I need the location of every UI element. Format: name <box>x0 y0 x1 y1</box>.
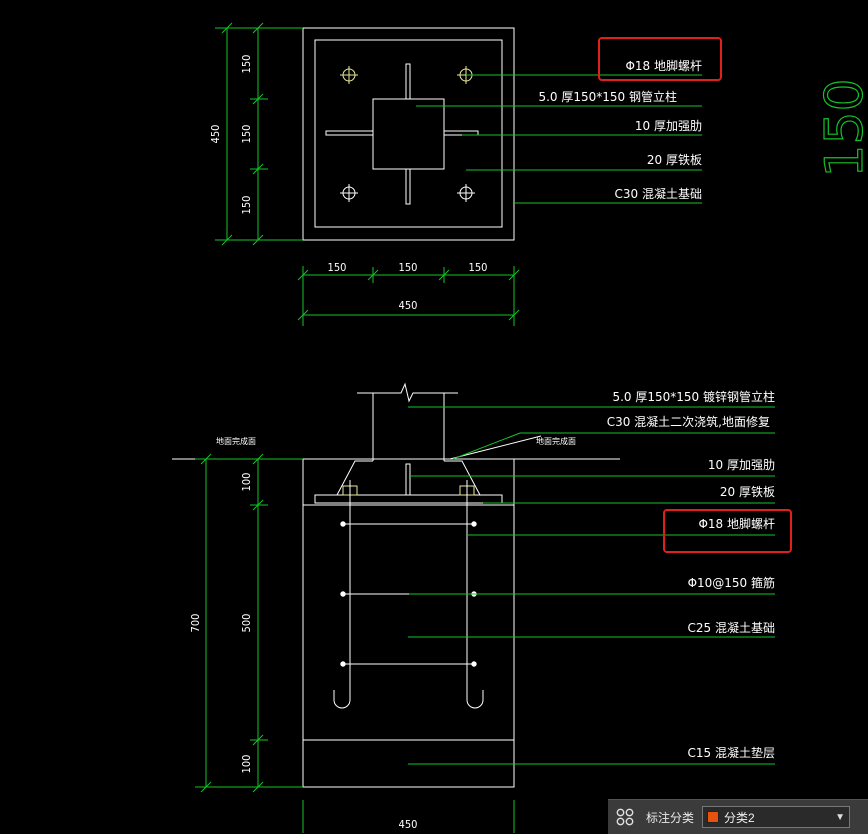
section-label-stiffener: 10 厚加强肋 <box>708 457 775 472</box>
section-foundation <box>302 458 515 741</box>
plan-dim-bottom-1: 150 <box>328 261 347 274</box>
plan-view: 150 150 150 450 150 150 150 450 Φ18 地脚螺杆… <box>209 22 722 326</box>
plan-dim-bottom-2: 150 <box>399 261 418 274</box>
plan-anchor-bolt <box>457 184 475 202</box>
section-dim-left-total: 700 <box>189 614 202 633</box>
section-anchor-bolt <box>333 480 484 709</box>
section-stiffener <box>405 463 411 496</box>
section-label-grout: C30 混凝土二次浇筑,地面修复 <box>607 414 770 429</box>
side-dimension-text: 150 <box>815 78 868 177</box>
plan-label-base-plate: 20 厚铁板 <box>647 153 702 167</box>
section-stirrup <box>340 521 477 667</box>
plan-dim-bottom-3: 150 <box>469 261 488 274</box>
section-dim-left-3: 100 <box>240 755 253 774</box>
highlight-box-section <box>663 509 792 553</box>
plan-rib-bottom <box>405 168 411 205</box>
plan-anchor-bolt <box>340 66 358 84</box>
section-steel-column <box>357 382 458 461</box>
plan-dim-left-3: 150 <box>240 196 253 215</box>
section-label-cushion: C15 混凝土垫层 <box>688 745 775 760</box>
section-dim-left-1: 100 <box>240 473 253 492</box>
plan-dim-left-1: 150 <box>240 55 253 74</box>
plan-label-anchor-bolt: Φ18 地脚螺杆 <box>625 58 702 73</box>
plan-anchor-bolt <box>340 184 358 202</box>
section-dim-left-2: 500 <box>240 614 253 633</box>
plan-dim-bottom-total: 450 <box>399 299 418 312</box>
category-grid-icon[interactable] <box>608 800 642 834</box>
category-selected-value: 分类2 <box>724 810 755 825</box>
section-label-base-plate: 20 厚铁板 <box>720 485 775 499</box>
section-label-steel-column: 5.0 厚150*150 镀锌钢管立柱 <box>612 389 775 404</box>
highlight-box-plan <box>598 37 722 81</box>
plan-label-steel-column: 5.0 厚150*150 钢管立柱 <box>538 89 677 104</box>
plan-steel-column <box>372 98 445 170</box>
plan-label-foundation: C30 混凝土基础 <box>615 186 702 201</box>
ground-label-right: 地面完成面 <box>536 436 576 446</box>
plan-rib-top <box>405 63 411 100</box>
category-color-swatch <box>707 811 720 823</box>
section-view: 地面完成面 地面完成面 <box>172 382 792 833</box>
section-base-plate <box>314 494 503 504</box>
plan-base-plate <box>314 39 503 228</box>
section-leader-grout <box>452 432 521 460</box>
plan-dim-left-total: 450 <box>209 125 222 144</box>
annotation-category-label: 标注分类 <box>646 810 695 825</box>
section-label-stirrup: Φ10@150 箍筋 <box>688 575 775 590</box>
annotation-category-select[interactable]: 分类2 ▼ <box>702 806 851 828</box>
plan-dim-left-2: 150 <box>240 125 253 144</box>
section-label-anchor-bolt: Φ18 地脚螺杆 <box>698 516 775 531</box>
chevron-down-icon[interactable]: ▼ <box>835 811 845 823</box>
ground-label-left: 地面完成面 <box>216 436 256 446</box>
plan-label-stiffener: 10 厚加强肋 <box>635 118 702 133</box>
section-label-foundation: C25 混凝土基础 <box>688 620 775 635</box>
section-grout <box>336 460 481 496</box>
plan-foundation-outline <box>302 27 515 241</box>
plan-rib-left <box>325 130 374 136</box>
annotation-category-toolbar: 标注分类 分类2 ▼ <box>608 799 868 834</box>
plan-rib-right <box>443 130 479 136</box>
section-dim-bottom: 450 <box>399 818 418 831</box>
